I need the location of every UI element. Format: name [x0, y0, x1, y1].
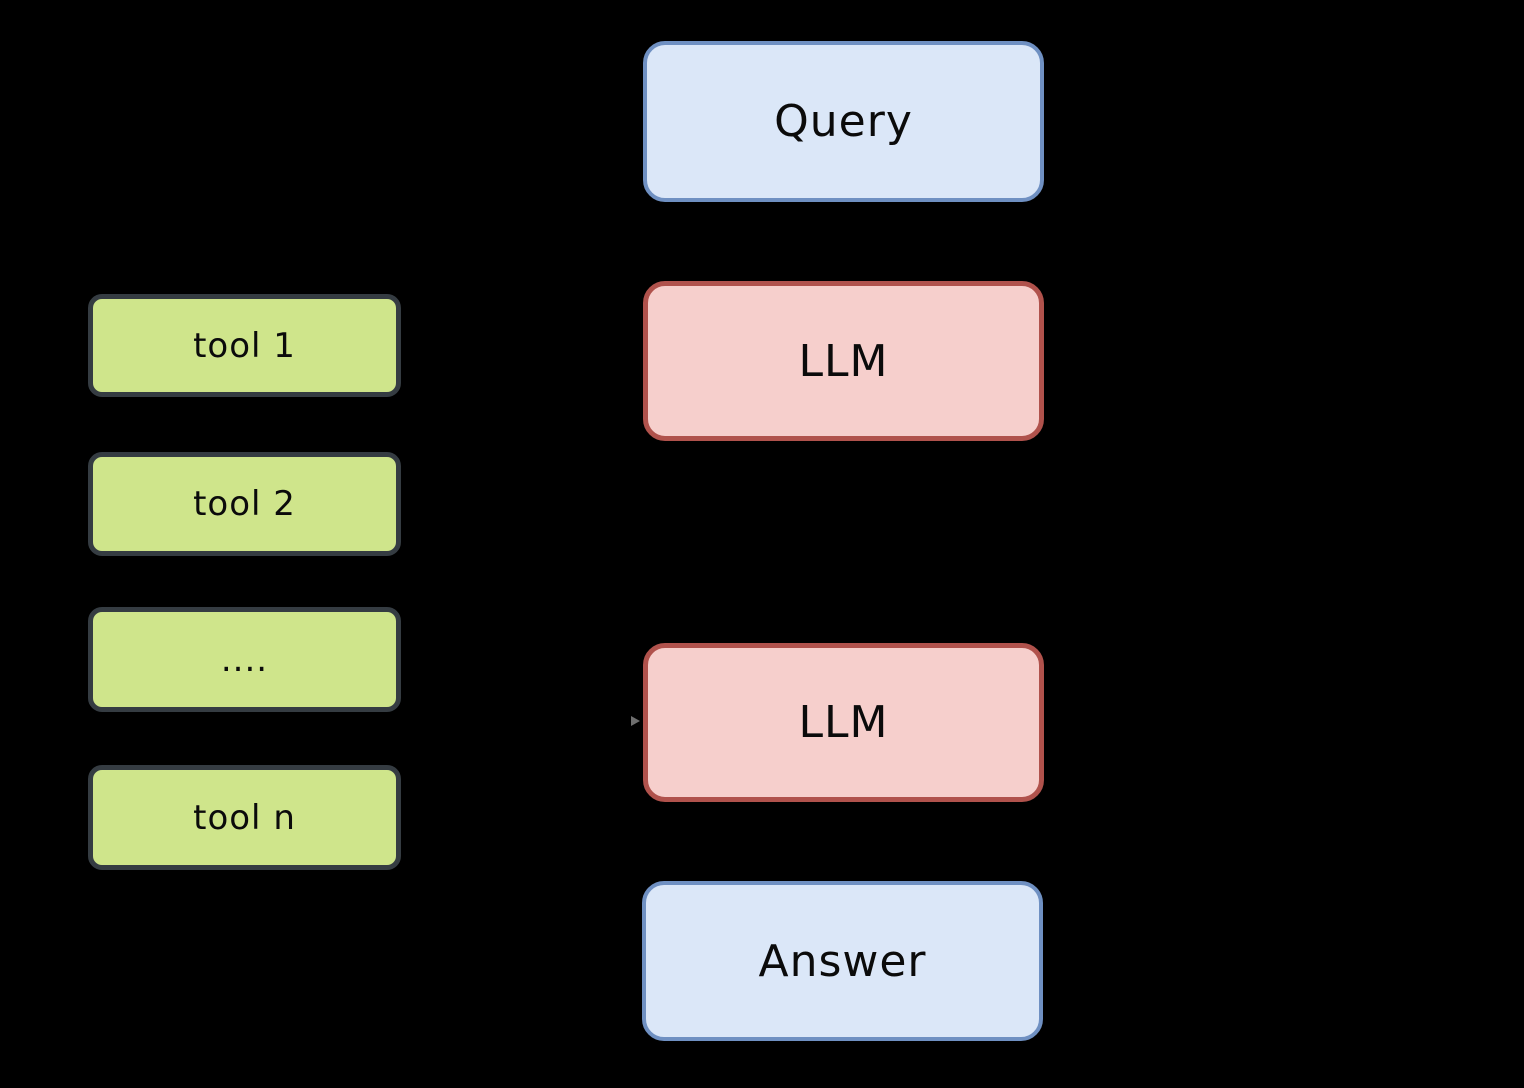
tool-1-box: tool 1	[88, 294, 401, 397]
llm-upper-box: LLM	[643, 281, 1044, 441]
tool-n-box: tool n	[88, 765, 401, 870]
query-label: Query	[774, 96, 913, 147]
llm-lower-box: LLM	[643, 643, 1044, 802]
query-box: Query	[643, 41, 1044, 202]
llm-lower-label: LLM	[798, 697, 889, 748]
tool-ellipsis-box: ....	[88, 607, 401, 712]
tool-1-label: tool 1	[193, 325, 296, 366]
llm-upper-label: LLM	[798, 335, 889, 387]
arrowhead-icon	[631, 716, 640, 726]
answer-label: Answer	[758, 935, 927, 987]
answer-box: Answer	[642, 881, 1043, 1041]
tool-ellipsis-label: ....	[220, 639, 269, 680]
tool-n-label: tool n	[193, 797, 296, 838]
tool-2-label: tool 2	[193, 484, 296, 524]
tool-2-box: tool 2	[88, 452, 401, 556]
